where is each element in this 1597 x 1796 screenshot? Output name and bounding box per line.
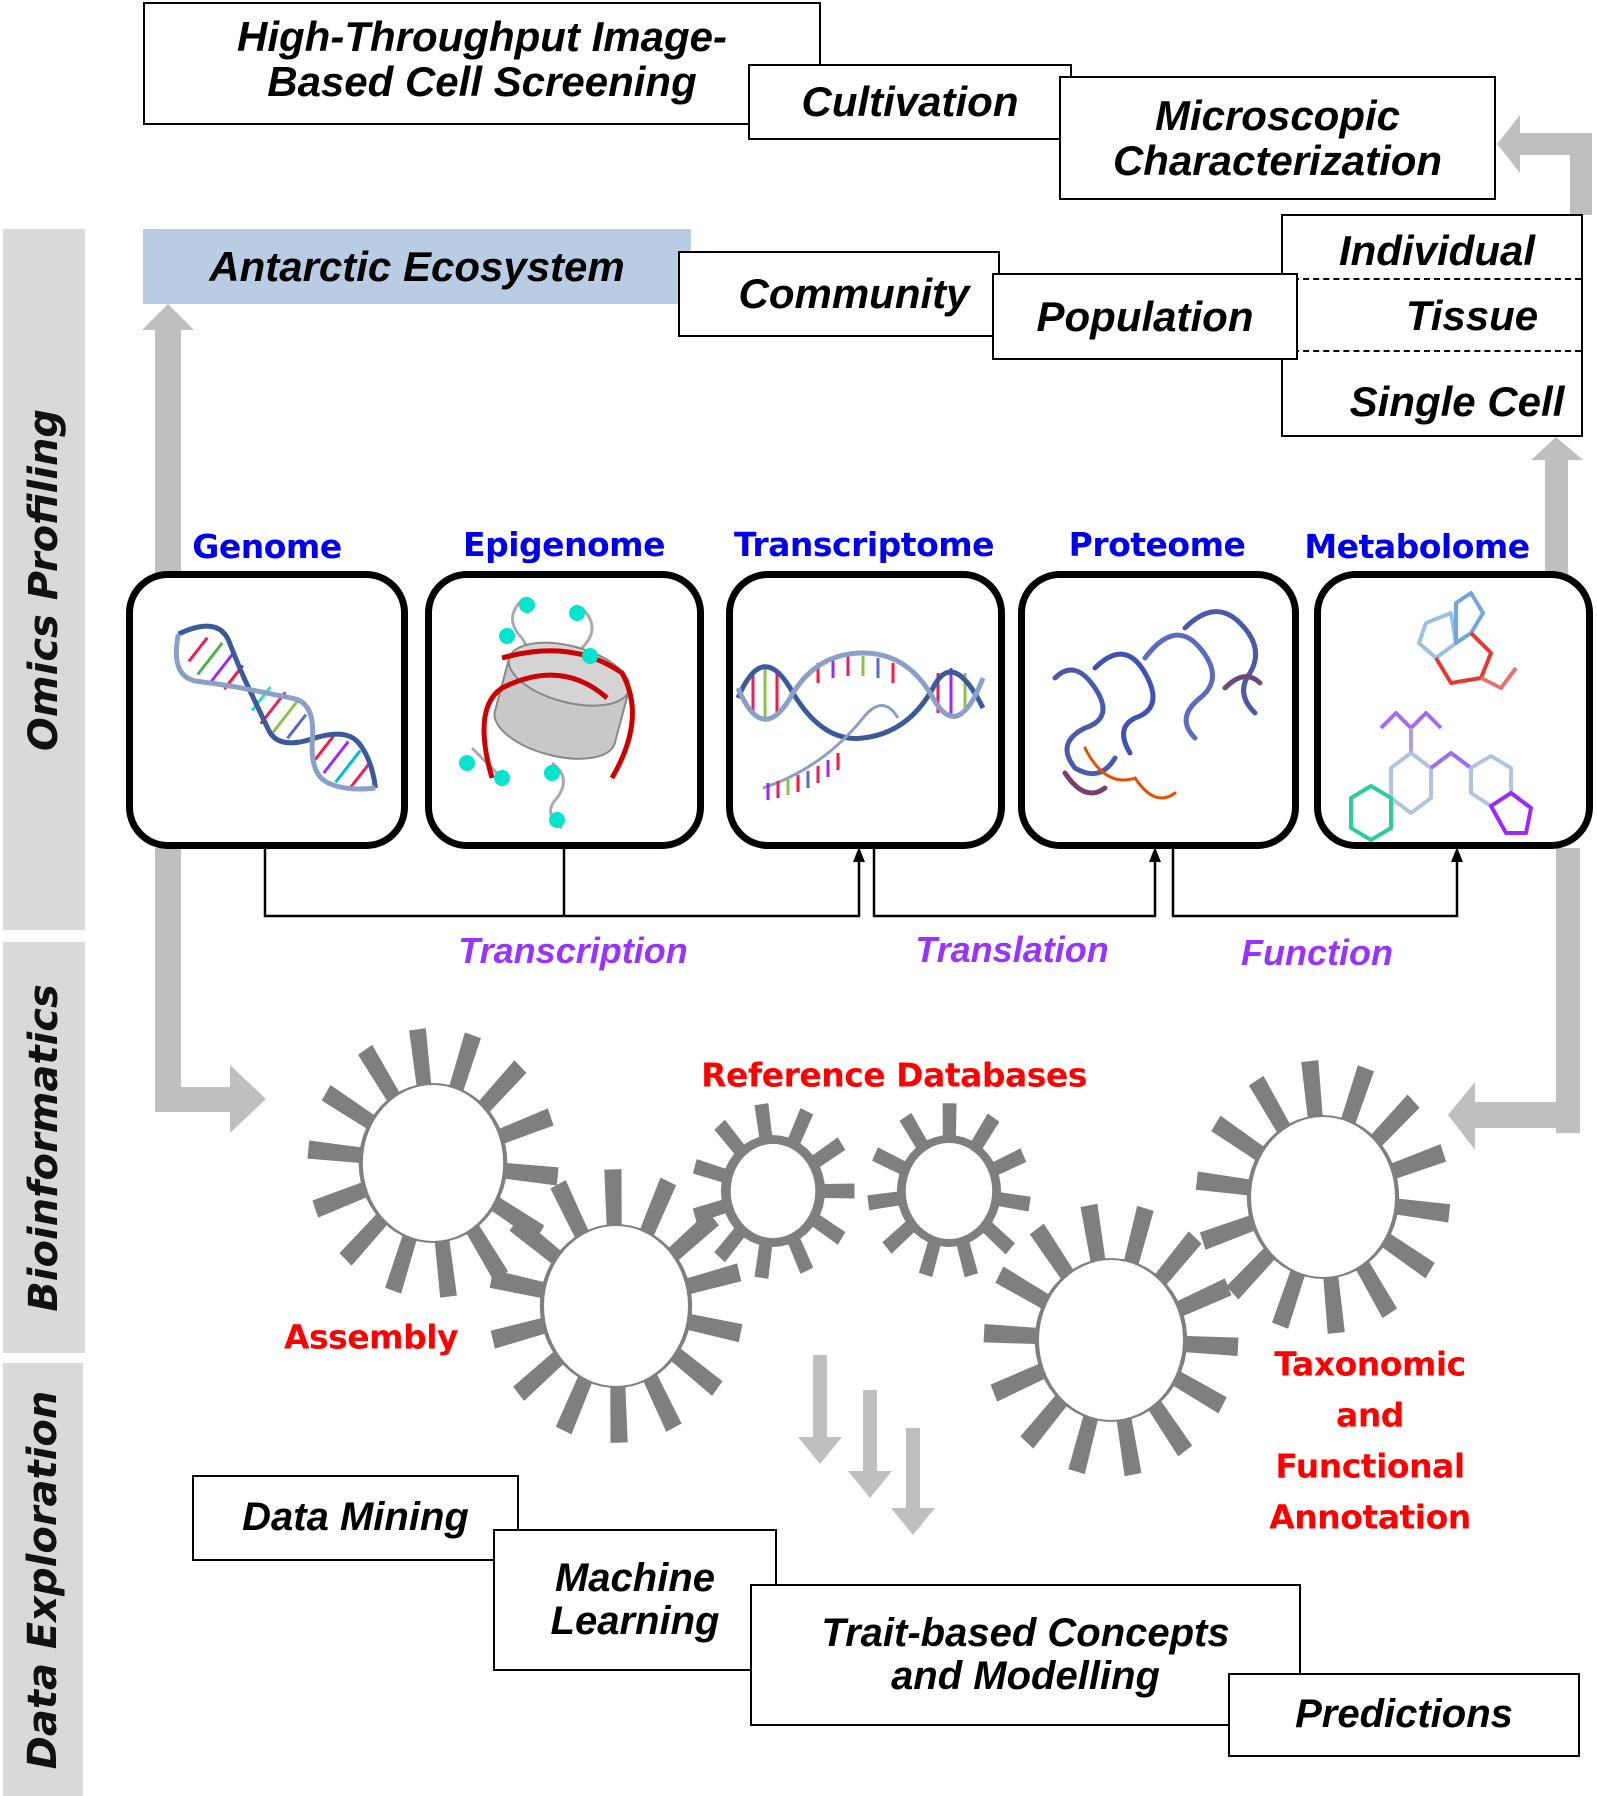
gear-icon bbox=[1195, 1060, 1451, 1334]
individual-label: Individual bbox=[1338, 227, 1535, 274]
high-throughput-screening-box: High-Throughput Image- Based Cell Screen… bbox=[143, 2, 821, 125]
band-omics-profiling: Omics Profiling bbox=[3, 229, 85, 930]
high-throughput-label: High-Throughput Image- Based Cell Screen… bbox=[237, 13, 727, 106]
machine-learning-box: Machine Learning bbox=[493, 1529, 777, 1671]
transcription-label: Transcription bbox=[458, 930, 688, 971]
arrow-down-to-gears bbox=[155, 848, 266, 1133]
trait-based-label: Trait-based Concepts and Modelling bbox=[821, 1610, 1230, 1698]
gear-icon bbox=[489, 1169, 743, 1443]
gear-icon bbox=[307, 1028, 559, 1298]
arrow-up-to-single-cell bbox=[1531, 437, 1583, 575]
arrow-from-metabolome-to-gears bbox=[1448, 848, 1580, 1150]
transcriptome-label: Transcriptome bbox=[733, 525, 995, 564]
arrows-down-to-exploration bbox=[798, 1355, 935, 1535]
dna-transcription-icon bbox=[735, 650, 986, 800]
organism-levels-box: Individual Tissue Single Cell bbox=[1281, 214, 1583, 437]
genome-box bbox=[126, 571, 408, 849]
band-bioinformatics: Bioinformatics bbox=[3, 942, 85, 1353]
microscopic-label: Microscopic Characterization bbox=[1112, 91, 1443, 184]
tissue-label: Tissue bbox=[1405, 292, 1539, 339]
microscopic-characterization-box: Microscopic Characterization bbox=[1059, 76, 1496, 200]
taxonomic-functional-annotation-label: Taxonomic and Functional Annotation bbox=[1269, 1344, 1471, 1538]
metabolite-molecule-icon bbox=[1349, 591, 1533, 842]
epigenome-box bbox=[425, 571, 704, 849]
protein-ribbon-structure-icon bbox=[1052, 609, 1263, 800]
proteome-box bbox=[1018, 571, 1299, 849]
omics-connectors bbox=[263, 848, 1459, 918]
genome-label: Genome bbox=[192, 527, 342, 566]
proteome-label: Proteome bbox=[1068, 525, 1246, 564]
arrow-to-microscopic bbox=[1497, 115, 1592, 215]
gear-icon bbox=[867, 1103, 1031, 1278]
population-label: Population bbox=[1036, 292, 1254, 340]
machine-learning-label: Machine Learning bbox=[550, 1555, 720, 1643]
community-label: Community bbox=[738, 270, 970, 318]
trait-based-modelling-box: Trait-based Concepts and Modelling bbox=[750, 1584, 1301, 1726]
population-box: Population bbox=[992, 273, 1298, 360]
data-mining-label: Data Mining bbox=[242, 1495, 469, 1540]
epigenome-label: Epigenome bbox=[463, 525, 665, 564]
predictions-label: Predictions bbox=[1295, 1692, 1513, 1737]
arrow-up-to-ecosystem bbox=[142, 304, 194, 575]
translation-label: Translation bbox=[915, 929, 1109, 970]
data-mining-box: Data Mining bbox=[192, 1475, 519, 1561]
dna-double-helix-icon bbox=[173, 623, 378, 792]
cultivation-box: Cultivation bbox=[748, 64, 1072, 140]
antarctic-ecosystem-box: Antarctic Ecosystem bbox=[143, 229, 691, 304]
metabolome-box bbox=[1314, 571, 1593, 849]
community-box: Community bbox=[678, 251, 1000, 337]
function-label: Function bbox=[1241, 932, 1393, 973]
gear-icon bbox=[692, 1103, 855, 1279]
gear-icon bbox=[983, 1203, 1239, 1477]
divider bbox=[1283, 350, 1581, 352]
assembly-label: Assembly bbox=[283, 1317, 459, 1357]
transcriptome-box bbox=[726, 571, 1005, 849]
predictions-box: Predictions bbox=[1228, 1673, 1580, 1757]
metabolome-label: Metabolome bbox=[1304, 527, 1530, 566]
single-cell-label: Single Cell bbox=[1349, 378, 1565, 425]
connector-arrowheads bbox=[853, 847, 1463, 862]
reference-databases-label: Reference Databases bbox=[701, 1055, 1087, 1095]
ecosystem-label: Antarctic Ecosystem bbox=[209, 242, 625, 290]
cultivation-label: Cultivation bbox=[801, 78, 1019, 126]
divider bbox=[1283, 278, 1581, 280]
band-data-exploration: Data Exploration bbox=[3, 1363, 83, 1796]
nucleosome-histone-icon bbox=[459, 596, 635, 830]
